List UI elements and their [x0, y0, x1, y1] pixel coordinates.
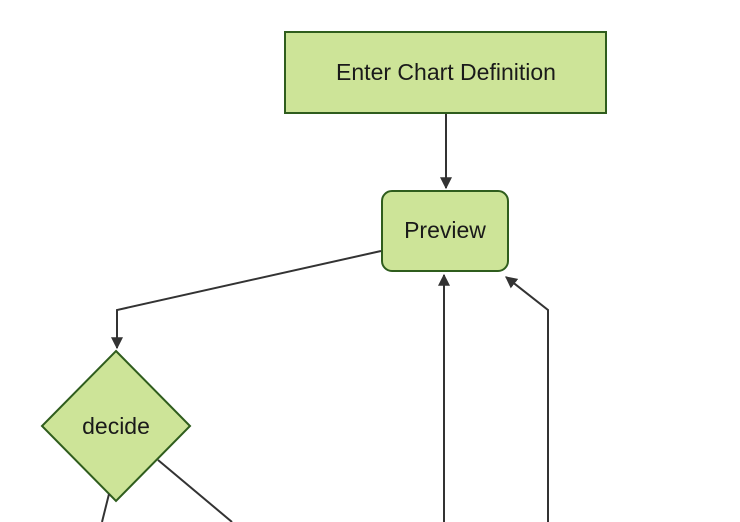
edge-decide-to-offscreen-right	[157, 459, 233, 522]
edge-preview-to-decide	[111, 250, 382, 350]
node-preview	[381, 190, 509, 272]
node-decide	[40, 349, 192, 503]
node-shapes	[40, 31, 607, 503]
node-enter-chart-definition	[284, 31, 607, 114]
edge-decide-to-offscreen-left	[101, 493, 110, 522]
edge-bottom-right-to-preview	[505, 276, 549, 522]
edge-lines	[101, 114, 549, 522]
